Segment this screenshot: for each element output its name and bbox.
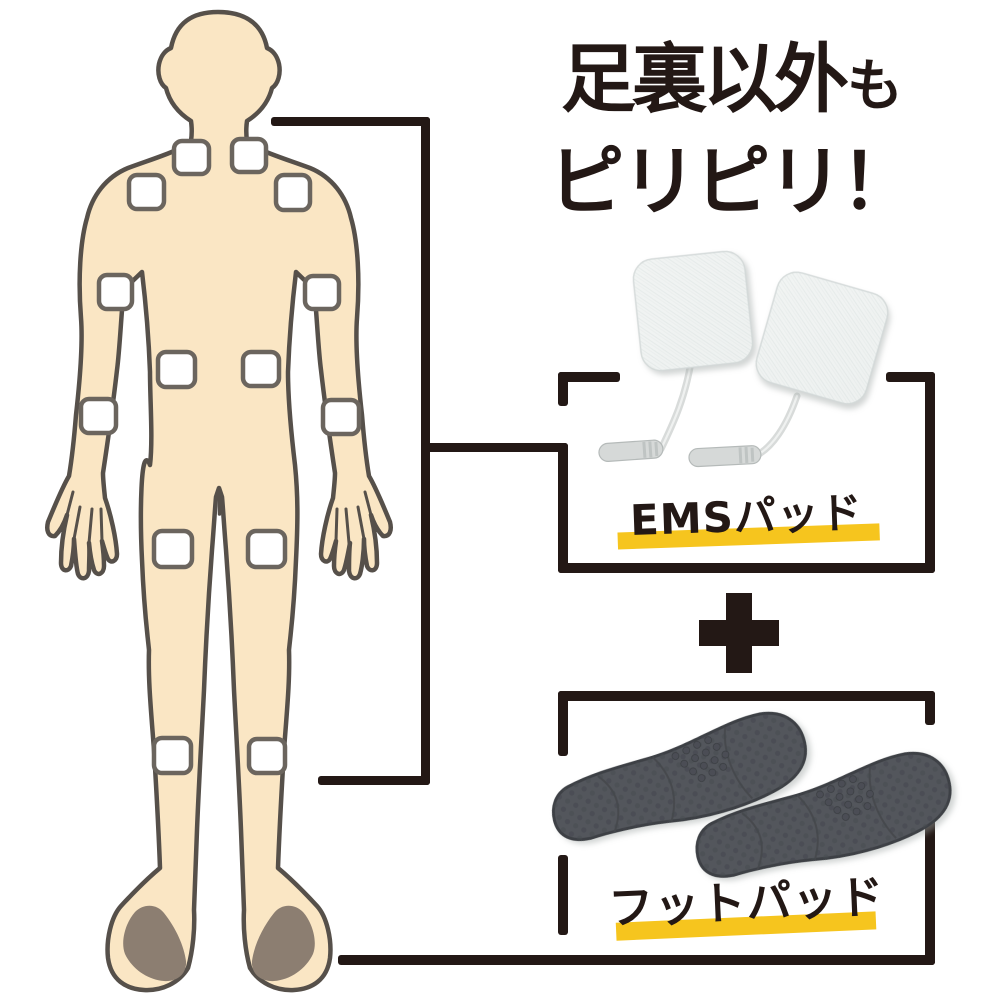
line-from-head	[271, 117, 430, 126]
body-figure	[45, 9, 393, 993]
ems-pad-plug-right	[688, 445, 762, 468]
electrode-pad	[151, 528, 195, 570]
foot-frame	[338, 691, 935, 965]
headline-line2: ピリピリ！	[548, 137, 917, 226]
body-outline	[45, 9, 393, 993]
foot-pads-photo	[551, 711, 952, 878]
ems-pad-square-right	[755, 271, 889, 405]
connector-lines	[271, 117, 568, 785]
insole-right	[695, 751, 952, 878]
electrode-pad	[320, 397, 362, 437]
ems-pad-wire-left	[657, 358, 695, 453]
headline-line1-suffix: も	[847, 54, 903, 119]
electrode-pad	[126, 172, 167, 212]
electrode-pads	[78, 136, 362, 776]
finger-crease-lines	[65, 490, 373, 545]
electrode-pad	[171, 138, 212, 177]
electrode-pad	[151, 735, 194, 776]
insole-left	[551, 711, 808, 841]
electrode-pad	[245, 528, 288, 570]
headline-line1: 足裏以外 も	[538, 42, 924, 117]
ems-pads-photo	[598, 250, 889, 468]
right-foot-sole	[251, 905, 315, 982]
electrode-pad	[155, 349, 198, 390]
electrode-pad	[96, 272, 135, 312]
ems-frame	[558, 372, 935, 573]
headline-line1-main: 足裏以外	[560, 35, 849, 123]
line-to-legs	[318, 776, 430, 785]
electrode-pad	[229, 136, 269, 175]
electrode-pad	[273, 172, 313, 213]
ems-pad-square-left	[632, 250, 754, 372]
ems-pad-label-text: EMSパッド	[629, 487, 864, 546]
left-foot-sole	[123, 905, 187, 982]
electrode-pad	[302, 273, 342, 312]
plus-icon	[699, 593, 779, 673]
electrode-pad	[240, 349, 282, 389]
foot-pad-label-text: フットパッド	[607, 870, 886, 935]
line-to-ems-box	[421, 443, 568, 452]
electrode-pad	[78, 396, 119, 436]
headline: 足裏以外 も ピリピリ！	[538, 42, 924, 220]
ems-pad-wire-right	[755, 392, 801, 458]
ems-pad-plug-left	[598, 439, 664, 462]
electrode-pad	[246, 736, 288, 776]
